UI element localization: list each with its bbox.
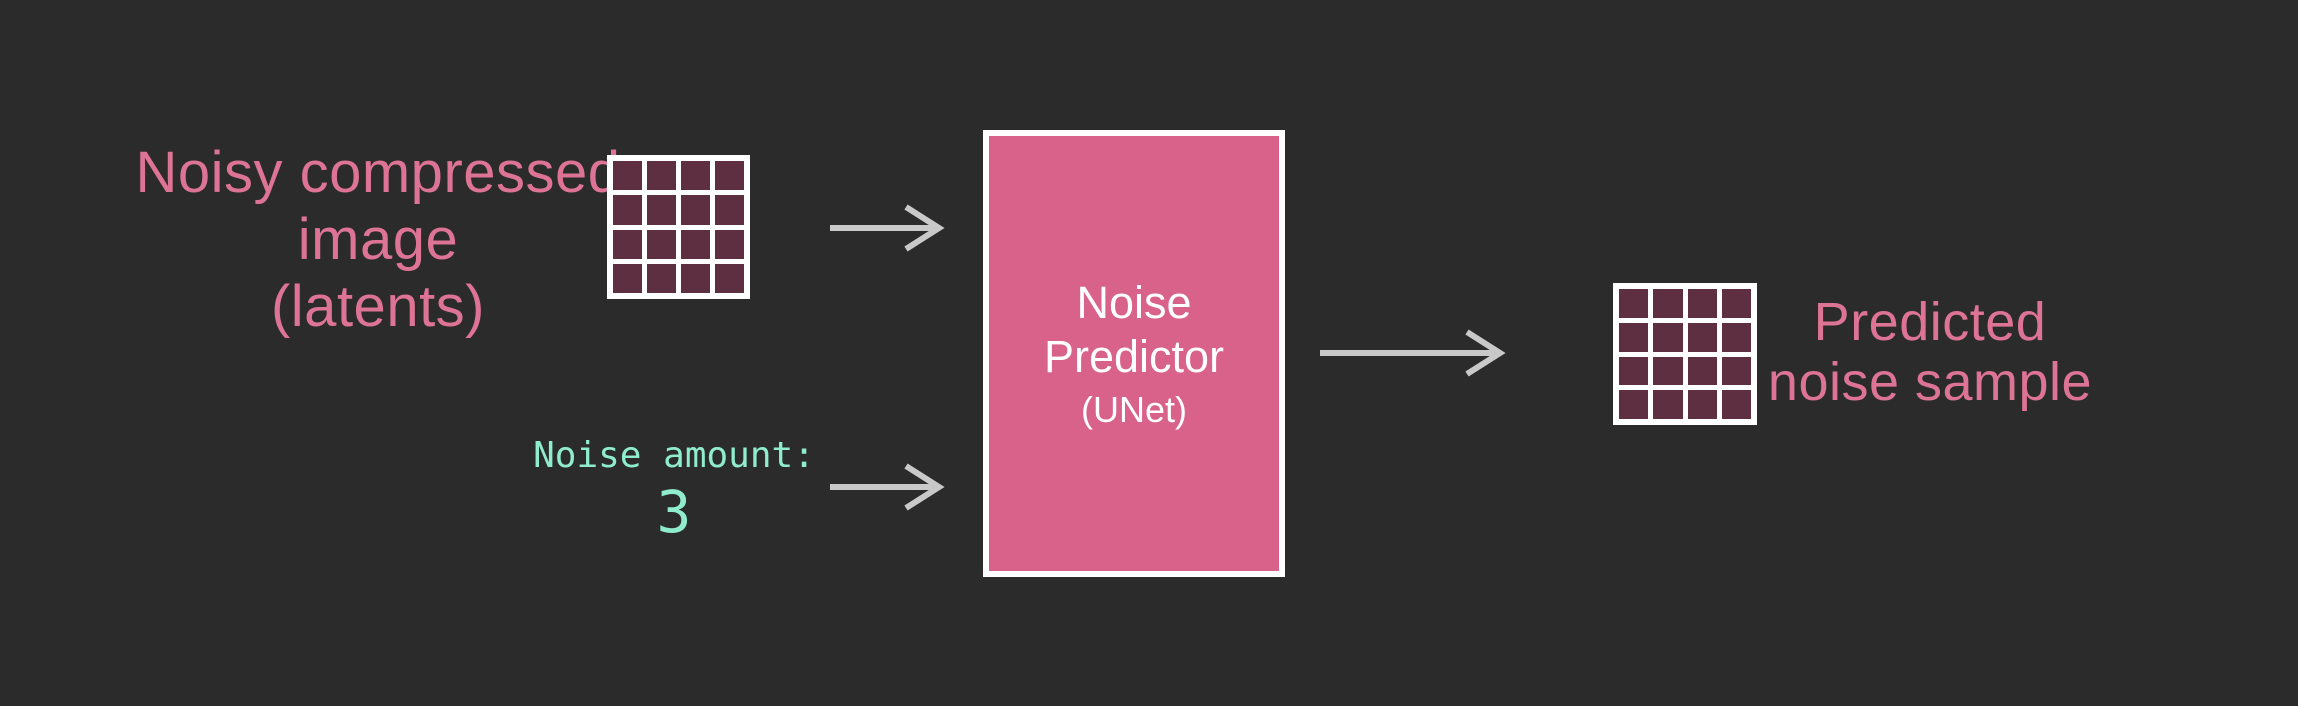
noise-amount: Noise amount: 3 bbox=[424, 436, 924, 542]
grid-cell bbox=[681, 161, 710, 191]
output-noise-label-line1: Predicted bbox=[1813, 292, 2047, 352]
arrow-latents-to-predictor-icon bbox=[830, 204, 945, 252]
grid-cell bbox=[715, 161, 744, 191]
input-latents-label-line2: image bbox=[297, 206, 459, 272]
grid-cell bbox=[613, 263, 642, 293]
arrow-predictor-to-output-icon bbox=[1320, 329, 1506, 377]
grid-cell bbox=[1687, 289, 1717, 318]
input-latents-grid bbox=[607, 155, 750, 299]
grid-cell bbox=[1653, 322, 1683, 352]
grid-cell bbox=[715, 229, 744, 259]
input-latents-label-line3: (latents) bbox=[270, 273, 485, 339]
grid-cell bbox=[681, 229, 710, 259]
grid-cell bbox=[647, 263, 676, 293]
grid-cell bbox=[1687, 356, 1717, 386]
grid-cell bbox=[613, 161, 642, 191]
grid-cell bbox=[613, 229, 642, 259]
noise-predictor-box: Noise Predictor (UNet) bbox=[983, 130, 1285, 577]
grid-cell bbox=[715, 195, 744, 225]
grid-cell bbox=[647, 229, 676, 259]
noise-predictor-title: Noise Predictor bbox=[1044, 276, 1224, 384]
noise-amount-label: Noise amount: bbox=[533, 435, 815, 476]
grid-cell bbox=[1721, 356, 1751, 386]
grid-cell bbox=[647, 161, 676, 191]
grid-cell bbox=[1721, 322, 1751, 352]
grid-cell bbox=[1721, 390, 1751, 419]
grid-cell bbox=[681, 263, 710, 293]
grid-cell bbox=[647, 195, 676, 225]
input-latents-label-line1: Noisy compressed bbox=[135, 140, 621, 205]
noise-predictor-title-line1: Noise bbox=[1076, 276, 1192, 328]
grid-cell bbox=[1619, 289, 1649, 318]
grid-cell bbox=[1721, 289, 1751, 318]
arrow-noise-amount-to-predictor-icon bbox=[830, 463, 945, 511]
output-noise-grid bbox=[1613, 283, 1757, 425]
output-noise-label-line2: noise sample bbox=[1767, 352, 2093, 413]
noise-amount-value: 3 bbox=[656, 477, 692, 546]
grid-cell bbox=[1653, 390, 1683, 419]
output-noise-label: Predicted noise sample bbox=[1730, 292, 2130, 413]
input-latents-label: Noisy compressed image (latents) bbox=[128, 140, 628, 341]
grid-cell bbox=[1687, 390, 1717, 419]
noise-predictor-title-line2: Predictor bbox=[1043, 330, 1225, 382]
grid-cell bbox=[681, 195, 710, 225]
grid-cell bbox=[715, 263, 744, 293]
noise-predictor-subtitle: (UNet) bbox=[1081, 388, 1187, 430]
grid-cell bbox=[1653, 356, 1683, 386]
grid-cell bbox=[1653, 289, 1683, 318]
grid-cell bbox=[1687, 322, 1717, 352]
grid-cell bbox=[1619, 390, 1649, 419]
grid-cell bbox=[1619, 322, 1649, 352]
grid-cell bbox=[1619, 356, 1649, 386]
grid-cell bbox=[613, 195, 642, 225]
